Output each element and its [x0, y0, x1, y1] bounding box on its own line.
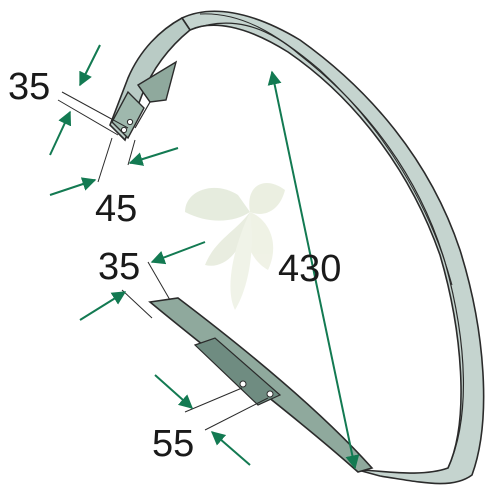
- arrow-icon: [154, 374, 194, 409]
- arrow-icon: [79, 291, 127, 321]
- dimension-label-width-bottom: 35: [98, 246, 141, 288]
- dimension-label-width-top: 35: [8, 66, 51, 108]
- arrow-icon: [267, 70, 360, 470]
- hole-icon: [126, 118, 134, 126]
- dimension-lines: [49, 44, 360, 470]
- arrow-icon: [49, 177, 97, 196]
- dimension-label-length: 430: [278, 248, 342, 290]
- top-strap-end: [111, 60, 178, 140]
- dimension-label-offset: 45: [95, 188, 138, 230]
- hole-icon: [266, 390, 274, 398]
- arrow-icon: [210, 431, 251, 466]
- watermark-logo: [185, 183, 285, 310]
- arrow-icon: [128, 147, 179, 166]
- hole-icon: [239, 380, 247, 388]
- arrow-icon: [49, 110, 72, 156]
- arrow-icon: [150, 241, 206, 265]
- hole-icon: [120, 126, 128, 134]
- dimension-label-hole-spacing: 55: [152, 423, 195, 465]
- arrow-icon: [79, 44, 101, 87]
